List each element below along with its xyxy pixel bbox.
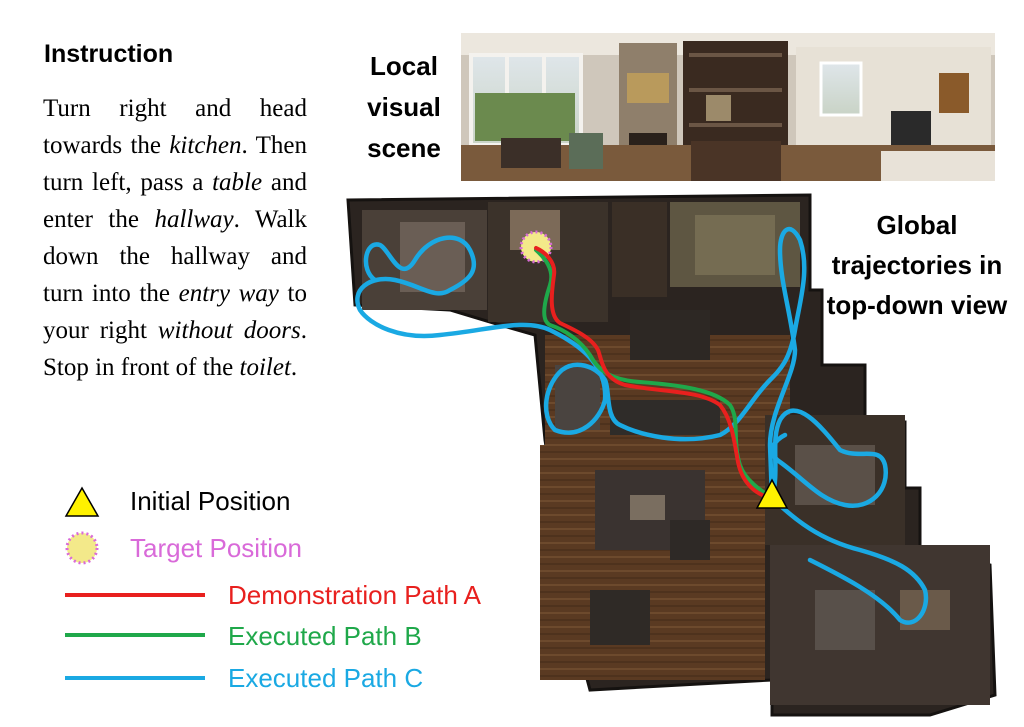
instruction-keyword: toilet bbox=[239, 354, 291, 381]
legend-target-label: Target Position bbox=[130, 533, 302, 563]
instruction-text: Turn right and head towards the kitchen.… bbox=[43, 90, 307, 386]
dotted-circle-icon bbox=[65, 531, 99, 565]
local-visual-scene-label: Local visual scene bbox=[367, 51, 441, 163]
instruction-segment: to your right bbox=[43, 280, 307, 344]
triangle-icon bbox=[64, 486, 100, 517]
demonstration-path-a bbox=[534, 246, 774, 500]
instruction-segment: . bbox=[290, 354, 298, 381]
instruction-segment: . Stop in front of the bbox=[43, 317, 307, 381]
instruction-keyword: table bbox=[212, 169, 263, 196]
legend-path-b-label: Executed Path B bbox=[228, 621, 422, 651]
legend-path-b-line bbox=[65, 633, 205, 637]
legend-path-a-label: Demonstration Path A bbox=[228, 580, 481, 610]
instruction-segment: . Walk down the hallway and turn into th… bbox=[43, 206, 308, 307]
legend-path-a-line bbox=[65, 593, 205, 597]
instruction-segment: and enter the bbox=[43, 169, 307, 233]
initial-position-marker bbox=[755, 478, 789, 509]
instruction-keyword: hallway bbox=[154, 206, 234, 233]
legend-path-c-line bbox=[65, 676, 205, 680]
instruction-segment: Turn right and head towards the bbox=[43, 95, 307, 159]
instruction-keyword: without doors bbox=[157, 317, 301, 344]
instruction-title: Instruction bbox=[44, 40, 174, 68]
legend-path-c-label: Executed Path C bbox=[228, 663, 424, 693]
panorama-image bbox=[461, 33, 995, 181]
floor-area bbox=[346, 193, 997, 717]
instruction-segment: . Then turn left, pass a bbox=[43, 132, 307, 196]
legend-initial-label: Initial Position bbox=[130, 486, 291, 516]
executed-path-c bbox=[355, 226, 929, 625]
topdown-floorplan bbox=[346, 193, 997, 717]
instruction-keyword: entry way bbox=[178, 280, 279, 307]
instruction-keyword: kitchen bbox=[169, 132, 242, 159]
global-trajectories-label: Global trajectories in top-down view bbox=[826, 210, 1008, 320]
